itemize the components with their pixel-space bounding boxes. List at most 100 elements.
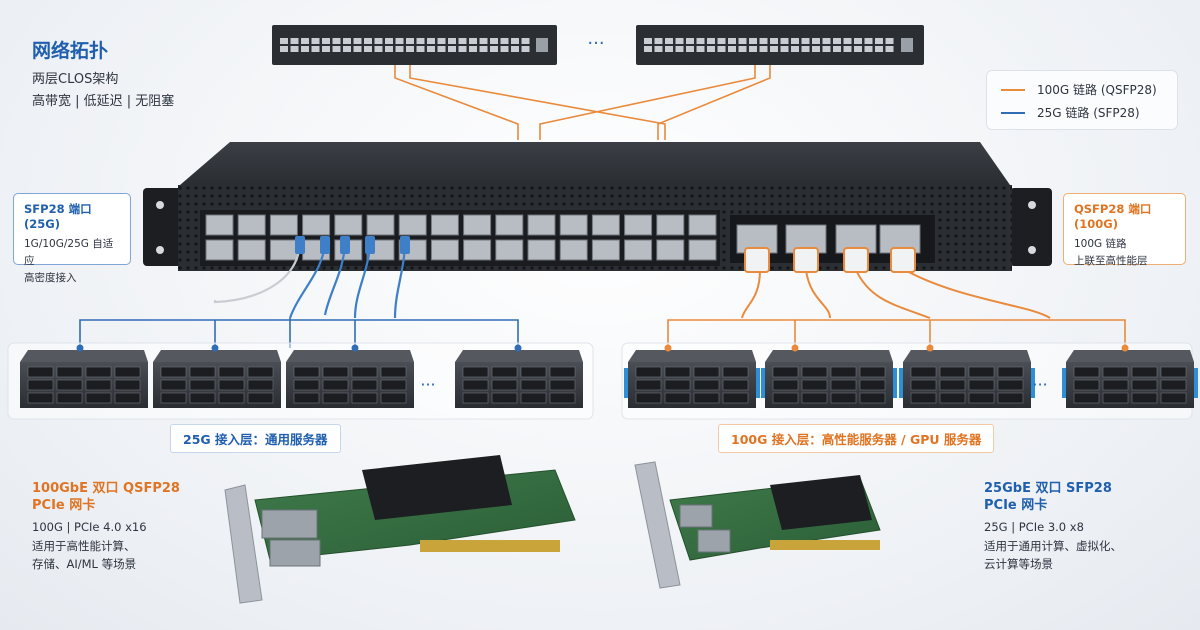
spine-port bbox=[759, 38, 768, 44]
spine-port bbox=[644, 38, 652, 44]
sfp28-port bbox=[688, 214, 717, 236]
spine-port bbox=[416, 38, 425, 44]
nic-25g-title: 25GbE 双口 SFP28 PCIe 网卡 bbox=[984, 480, 1112, 514]
sfp28-port bbox=[237, 239, 266, 261]
sfp28-port bbox=[656, 214, 685, 236]
spine-port bbox=[875, 38, 883, 44]
spine-port bbox=[311, 46, 320, 52]
qsfp-connector bbox=[843, 247, 869, 273]
link-endpoint bbox=[76, 344, 84, 352]
spine-port bbox=[665, 46, 673, 52]
sfp28-port bbox=[559, 214, 588, 236]
nic-25g-desc-line: 云计算等场景 bbox=[984, 557, 1053, 571]
callout-sfp28-line: 1G/10G/25G 自适应 bbox=[24, 238, 114, 267]
spine-port bbox=[654, 46, 663, 52]
callout-qsfp28-port: QSFP28 端口 (100G) 100G 链路 上联至高性能层 bbox=[1063, 193, 1186, 267]
spine-port bbox=[833, 38, 841, 44]
spine-port bbox=[500, 38, 509, 44]
spine-port bbox=[801, 46, 810, 52]
spine-port bbox=[406, 38, 414, 44]
sfp28-port bbox=[430, 239, 459, 261]
sfp28-port bbox=[495, 239, 524, 261]
spine-port bbox=[833, 46, 841, 52]
spine-ellipsis: ··· bbox=[587, 33, 604, 54]
spine-port bbox=[437, 46, 446, 52]
nic-25g-spec: 25G | PCIe 3.0 x8 bbox=[984, 520, 1084, 534]
nic-100g-desc-line: 存储、AI/ML 等场景 bbox=[32, 557, 137, 571]
spine-port bbox=[290, 46, 299, 52]
spine-port bbox=[864, 38, 873, 44]
callout-qsfp28-line: 上联至高性能层 bbox=[1074, 255, 1148, 267]
spine-port bbox=[385, 46, 393, 52]
qsfp-cables bbox=[741, 269, 1051, 319]
lc-connector bbox=[365, 236, 375, 254]
spine-port bbox=[511, 38, 519, 44]
nic-25g-title-line: 25GbE 双口 SFP28 bbox=[984, 481, 1112, 496]
spine-port bbox=[332, 46, 341, 52]
sfp28-port bbox=[463, 239, 492, 261]
server bbox=[455, 350, 583, 408]
sfp28-port bbox=[334, 214, 363, 236]
link-endpoint bbox=[211, 344, 219, 352]
spine-port bbox=[385, 38, 393, 44]
spine-port bbox=[395, 38, 404, 44]
callout-sfp28-title: SFP28 端口 (25G) bbox=[24, 202, 92, 231]
sfp28-port bbox=[624, 239, 653, 261]
spine-port bbox=[343, 46, 351, 52]
legend-item-100g: 100G 链路 (QSFP28) bbox=[1001, 81, 1157, 98]
spine-port bbox=[448, 38, 456, 44]
spine-port bbox=[665, 38, 673, 44]
spine-port bbox=[696, 38, 705, 44]
server bbox=[624, 350, 760, 408]
sfp28-port bbox=[205, 214, 234, 236]
link-endpoint bbox=[514, 344, 522, 352]
spine-port bbox=[812, 38, 820, 44]
nic-100g-desc-line: 适用于高性能计算、 bbox=[32, 539, 136, 553]
feature-summary: 高带宽 | 低延迟 | 无阻塞 bbox=[32, 94, 175, 109]
spine-port bbox=[364, 38, 372, 44]
spine-port bbox=[427, 46, 435, 52]
spine-port bbox=[437, 38, 446, 44]
spine-port bbox=[812, 46, 820, 52]
spine-port bbox=[770, 46, 778, 52]
qsfp-connector bbox=[744, 247, 770, 273]
callout-qsfp28-line: 100G 链路 bbox=[1074, 238, 1127, 250]
lc-connector bbox=[400, 236, 410, 254]
architecture-subtitle: 两层CLOS架构 bbox=[32, 72, 119, 87]
uplink-line bbox=[539, 65, 756, 140]
lc-connector bbox=[320, 236, 330, 254]
nic-100g-title-line: 100GbE 双口 QSFP28 bbox=[32, 481, 180, 496]
sfp28-port bbox=[302, 214, 331, 236]
legend-swatch-25g bbox=[1001, 111, 1025, 114]
spine-port bbox=[749, 46, 757, 52]
sfp28-port bbox=[527, 239, 556, 261]
sfp28-port bbox=[656, 239, 685, 261]
link-endpoint bbox=[1121, 344, 1129, 352]
spine-port bbox=[717, 38, 726, 44]
spine-port bbox=[864, 46, 873, 52]
spine-port bbox=[875, 46, 883, 52]
spine-port bbox=[822, 38, 831, 44]
uplink-line bbox=[657, 65, 771, 140]
link-endpoint bbox=[351, 344, 359, 352]
spine-port bbox=[448, 46, 456, 52]
spine-port bbox=[301, 38, 309, 44]
spine-port bbox=[416, 46, 425, 52]
spine-switch-2 bbox=[636, 25, 924, 65]
spine-port bbox=[374, 46, 383, 52]
nic-25g-description: 适用于通用计算、虚拟化、 云计算等场景 bbox=[984, 537, 1122, 573]
server bbox=[286, 350, 414, 408]
sfp-connectors bbox=[295, 236, 410, 254]
spine-port bbox=[500, 46, 509, 52]
spine-port bbox=[759, 46, 768, 52]
spine-port bbox=[843, 38, 852, 44]
spine-port bbox=[707, 46, 715, 52]
callout-qsfp28-title: QSFP28 端口 (100G) bbox=[1074, 202, 1152, 231]
spine-port bbox=[885, 38, 894, 44]
spine-port bbox=[749, 38, 757, 44]
spine-port bbox=[511, 46, 519, 52]
spine-port bbox=[885, 46, 894, 52]
spine-port bbox=[364, 46, 372, 52]
spine-port bbox=[654, 38, 663, 44]
qsfp28-port bbox=[736, 224, 778, 254]
